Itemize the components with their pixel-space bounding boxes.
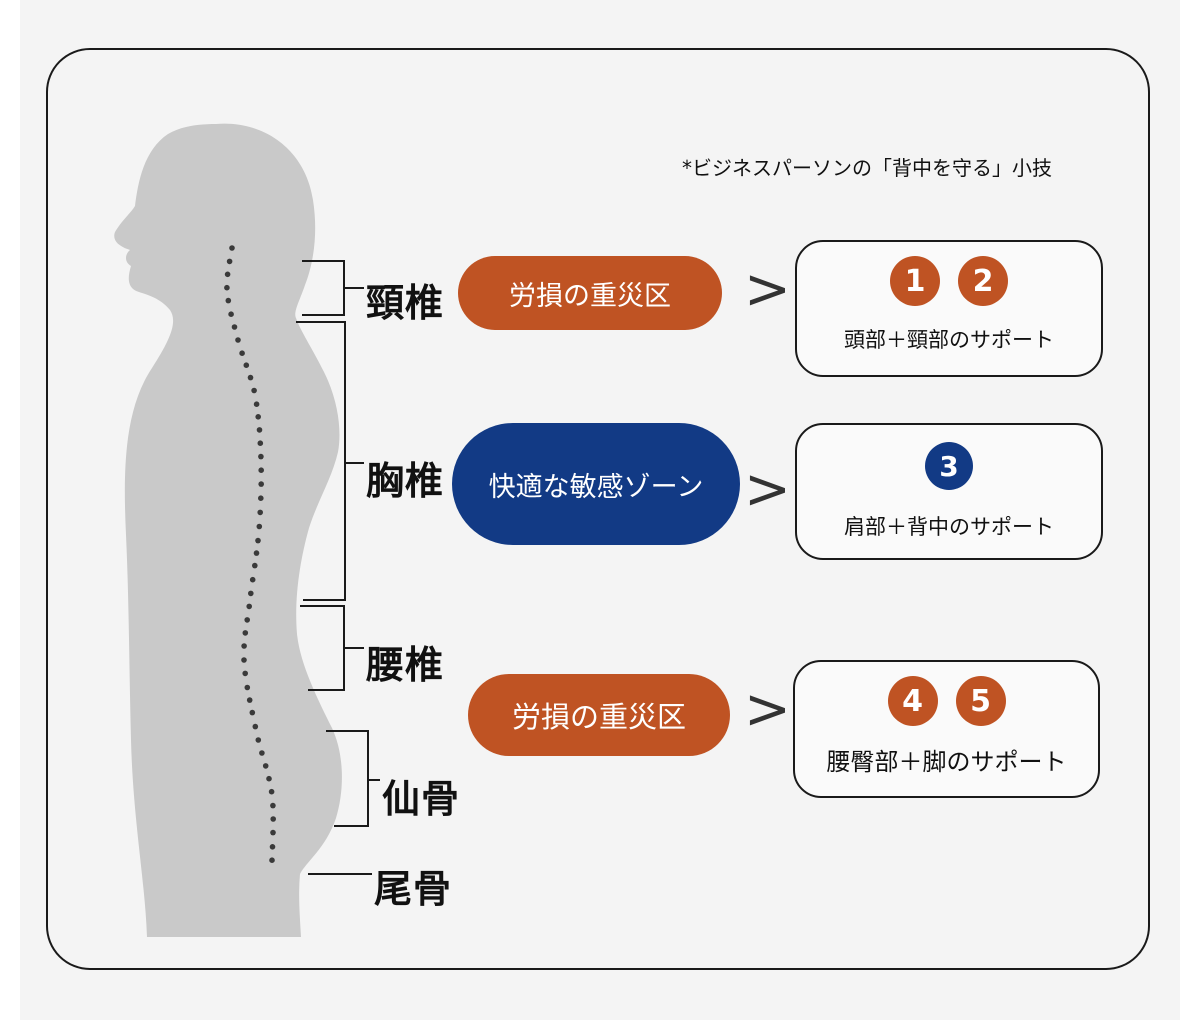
number-badge: 1: [890, 256, 940, 306]
spine-dot: [244, 684, 251, 691]
bracket-cervical: [302, 260, 364, 316]
zone-pill-upper: 労損の重災区: [458, 256, 722, 330]
card-3-badges: 4 5: [795, 676, 1098, 726]
number-badge: 3: [925, 442, 973, 490]
spine-dot: [224, 271, 231, 278]
spine-dot: [266, 775, 272, 782]
label-coccyx: 尾骨: [374, 867, 453, 911]
zone-pill-upper-label: 労損の重災区: [509, 280, 671, 312]
spine-dot: [249, 576, 256, 583]
arrow-icon-2: >: [744, 457, 791, 522]
arrow-icon-3: >: [744, 677, 791, 742]
spine-dot: [256, 427, 263, 433]
diagram-frame: [46, 48, 1150, 970]
spine-dot: [255, 414, 261, 420]
bracket-thoracic: [296, 321, 364, 601]
spine-dot: [224, 284, 230, 291]
support-card-2: 3 肩部＋背中のサポート: [795, 423, 1103, 560]
bracket-sacrum: [326, 730, 380, 827]
spine-dot: [255, 737, 262, 743]
spine-dot: [243, 362, 250, 369]
arrow-icon-1: >: [744, 257, 791, 322]
spine-dot: [246, 697, 253, 703]
number-badge: 5: [955, 676, 1006, 726]
spine-dot: [241, 643, 247, 649]
spine-dot: [268, 788, 275, 795]
spine-dot: [270, 829, 276, 836]
card-1-text: 頭部＋頸部のサポート: [844, 328, 1054, 352]
spine-dot: [225, 297, 232, 304]
spine-dot: [253, 401, 260, 408]
spine-dot: [257, 509, 264, 516]
spine-dot: [270, 802, 276, 809]
card-1-badges: 1 2: [797, 256, 1101, 306]
spine-dot: [269, 844, 276, 850]
spine-dot: [226, 258, 233, 265]
support-card-1: 1 2 頭部＋頸部のサポート: [795, 240, 1103, 377]
spine-dot: [258, 481, 265, 487]
label-lumbar: 腰椎: [366, 643, 445, 687]
body-silhouette: [114, 123, 342, 937]
spine-dot: [258, 453, 264, 460]
number-badge: 2: [958, 256, 1008, 306]
spine-dot: [258, 467, 265, 474]
label-thoracic: 胸椎: [366, 459, 445, 503]
spine-dot: [252, 723, 259, 730]
zone-pill-middle: 快適な敏感ゾーン: [452, 423, 740, 545]
spine-dot: [229, 245, 235, 251]
spine-dot: [269, 857, 275, 863]
spine-dot: [231, 324, 238, 330]
card-3-text: 腰臀部＋脚のサポート: [826, 748, 1067, 776]
bracket-lumbar: [300, 605, 364, 691]
spine-dot: [244, 617, 250, 623]
zone-pill-lower-label: 労損の重災区: [511, 700, 686, 734]
label-sacrum: 仙骨: [382, 777, 461, 821]
spine-dot: [228, 311, 234, 318]
spine-dot: [253, 550, 260, 556]
card-2-text: 肩部＋背中のサポート: [844, 515, 1054, 539]
spine-dot: [242, 630, 249, 636]
card-2-badges: 3: [797, 442, 1101, 490]
spine-dot: [235, 337, 241, 343]
spine-dot: [270, 816, 277, 822]
label-cervical: 頸椎: [366, 281, 445, 325]
zone-pill-middle-label: 快適な敏感ゾーン: [488, 471, 704, 503]
spine-dot: [239, 350, 245, 357]
spine-dot: [241, 657, 247, 663]
note-text: *ビジネスパーソンの「背中を守る」小技: [682, 156, 1052, 180]
spine-dot: [256, 523, 263, 530]
spine-dot: [249, 709, 256, 716]
spine-dot: [258, 495, 264, 502]
spine-dot: [255, 537, 261, 544]
spine-dot: [257, 440, 264, 447]
support-card-3: 4 5 腰臀部＋脚のサポート: [793, 660, 1100, 798]
spine-dot: [246, 603, 252, 610]
spine-dot: [251, 387, 257, 394]
number-badge: 4: [887, 676, 938, 726]
spine-dot: [248, 590, 254, 597]
spine-dot: [259, 750, 265, 756]
spine-dot: [247, 374, 254, 381]
spine-dot: [252, 562, 258, 569]
zone-pill-lower: 労損の重災区: [468, 674, 730, 756]
spine-dot: [242, 670, 248, 677]
spine-dot: [262, 763, 269, 769]
